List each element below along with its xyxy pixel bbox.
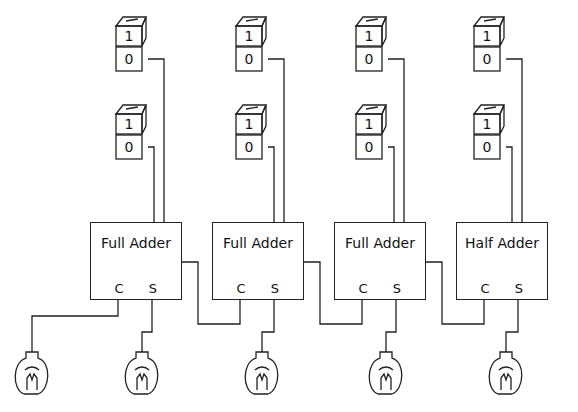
wire: [388, 147, 394, 222]
switch-value: 1: [116, 116, 142, 132]
switch-value: 1: [474, 28, 500, 44]
pin-name: S: [511, 281, 527, 296]
switch-value: 0: [116, 51, 142, 67]
toggle-switch: 10: [112, 102, 148, 162]
pin-name: S: [145, 281, 161, 296]
pin-name: C: [477, 281, 493, 296]
switch-value: 1: [356, 116, 382, 132]
toggle-switch: 10: [352, 14, 388, 74]
toggle-switch: 10: [112, 14, 148, 74]
wire: [148, 147, 154, 222]
switch-value: 1: [116, 28, 142, 44]
wire: [506, 59, 522, 222]
adder-box: Full AdderC S: [90, 222, 182, 300]
switch-value: 0: [236, 51, 262, 67]
wire: [268, 59, 284, 222]
switch-value: 0: [474, 139, 500, 155]
switch-value: 0: [474, 51, 500, 67]
wire: [506, 147, 512, 222]
switch-value: 1: [474, 116, 500, 132]
toggle-switch: 10: [232, 14, 268, 74]
toggle-switch: 10: [352, 102, 388, 162]
light-bulb: [15, 352, 48, 394]
pin-name: S: [267, 281, 283, 296]
switch-value: 0: [116, 139, 142, 155]
switch-value: 0: [236, 139, 262, 155]
adder-label: Full Adder: [99, 235, 173, 252]
adder-box: Full AdderC S: [334, 222, 426, 300]
pin-name: C: [111, 281, 127, 296]
wire: [388, 59, 404, 222]
bulb-wire: [32, 300, 518, 352]
adder-box: Full AdderC S: [212, 222, 304, 300]
wire: [268, 147, 274, 222]
switch-value: 1: [356, 28, 382, 44]
switch-value: 1: [236, 28, 262, 44]
light-bulb: [489, 352, 522, 394]
pin-name: C: [355, 281, 371, 296]
toggle-switch: 10: [470, 14, 506, 74]
switch-value: 1: [236, 116, 262, 132]
adder-box: Half AdderC S: [456, 222, 548, 300]
switch-value: 0: [356, 51, 382, 67]
light-bulb: [125, 352, 158, 394]
light-bulb: [245, 352, 278, 394]
toggle-switch: 10: [232, 102, 268, 162]
light-bulb: [369, 352, 402, 394]
pin-name: S: [389, 281, 405, 296]
toggle-switch: 10: [470, 102, 506, 162]
pin-name: C: [233, 281, 249, 296]
adder-label: Full Adder: [343, 235, 417, 252]
adder-label: Full Adder: [221, 235, 295, 252]
adder-label: Half Adder: [465, 235, 539, 252]
switch-value: 0: [356, 139, 382, 155]
wire: [148, 59, 164, 222]
